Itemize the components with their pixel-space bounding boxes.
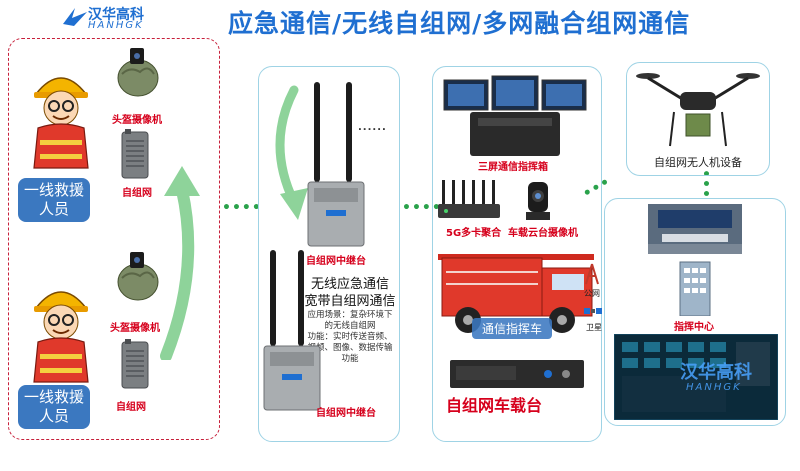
relay-bottom-label: 自组网中继台 bbox=[316, 408, 376, 419]
vehicle-camera-icon bbox=[526, 182, 550, 220]
three-screen-case-icon bbox=[443, 75, 587, 156]
uav-label: 自组网无人机设备 bbox=[654, 156, 742, 169]
three-screen-label: 三屏通信指挥箱 bbox=[478, 162, 548, 173]
responder-bubble: 一线救援人员 bbox=[18, 385, 90, 429]
desc-line-2: 的无线自组网 bbox=[324, 321, 376, 331]
relay-top-label: 自组网中继台 bbox=[306, 256, 366, 267]
vehicle-station-label: 自组网车载台 bbox=[446, 396, 543, 415]
uplink-arrow-icon bbox=[160, 166, 200, 360]
desc-title-1: 无线应急通信 bbox=[310, 277, 389, 292]
responder-bubble: 一线救援人员 bbox=[18, 178, 90, 222]
adhoc-label: 自组网 bbox=[122, 188, 152, 199]
downlink-arrow-icon bbox=[275, 85, 308, 220]
desc-line-5: 功能 bbox=[341, 354, 359, 364]
watermark-cn: 汉华高科 bbox=[680, 362, 752, 383]
command-truck-icon bbox=[438, 254, 594, 333]
drone-icon bbox=[636, 73, 760, 147]
firefighter-icon bbox=[33, 77, 89, 169]
helmet-camera-icon bbox=[117, 252, 159, 301]
5g-label: 5G多卡聚合 bbox=[446, 228, 502, 239]
helmet-camera-icon bbox=[117, 48, 159, 97]
watermark-en: HANHGK bbox=[686, 382, 742, 393]
satellite-label: 卫星 bbox=[586, 323, 602, 332]
page-title: 应急通信/无线自组网/多网融合组网通信 bbox=[228, 9, 691, 38]
dashboard-screen-icon bbox=[614, 334, 778, 420]
vehicle-panel bbox=[432, 66, 602, 442]
adhoc-radio-icon bbox=[121, 129, 149, 179]
desc-line-4: 视频、图像、数据传输 bbox=[307, 343, 393, 353]
logo-cn-text: 汉华高科 bbox=[88, 7, 144, 23]
command-center-label: 指挥中心 bbox=[674, 322, 714, 333]
desc-line-1: 应用场景：复杂环境下 bbox=[307, 310, 393, 320]
relay-station-icon bbox=[263, 250, 321, 411]
relay-description: 无线应急通信 宽带自组网通信 应用场景：复杂环境下 的无线自组网 功能：实时传送… bbox=[292, 276, 408, 365]
firefighter-icon bbox=[33, 291, 89, 383]
building-icon bbox=[679, 261, 711, 316]
public-network-label: 公网 bbox=[584, 289, 600, 298]
ellipsis-text: ...... bbox=[358, 122, 387, 133]
command-panel bbox=[604, 198, 786, 426]
uav-panel bbox=[626, 62, 770, 176]
vehicle-camera-label: 车载云台摄像机 bbox=[508, 228, 578, 239]
adhoc-radio-icon bbox=[121, 339, 149, 389]
helmet-camera-label: 头盔摄像机 bbox=[110, 323, 160, 334]
truck-label: 通信指挥车 bbox=[472, 318, 553, 339]
logo-en-text: HANHGK bbox=[88, 20, 144, 31]
frontline-panel bbox=[8, 38, 220, 440]
adhoc-label: 自组网 bbox=[116, 402, 146, 413]
control-room-icon bbox=[648, 204, 742, 254]
5g-router-icon bbox=[438, 180, 500, 218]
logo-bird-icon bbox=[63, 8, 87, 26]
public-network-tower-icon bbox=[585, 263, 599, 285]
desc-line-3: 功能：实时传送音频、 bbox=[307, 332, 393, 342]
satellite-icon bbox=[584, 308, 602, 314]
helmet-camera-label: 头盔摄像机 bbox=[112, 115, 162, 126]
vehicle-station-icon bbox=[450, 360, 584, 388]
desc-title-2: 宽带自组网通信 bbox=[304, 294, 396, 309]
relay-station-icon bbox=[307, 82, 365, 247]
